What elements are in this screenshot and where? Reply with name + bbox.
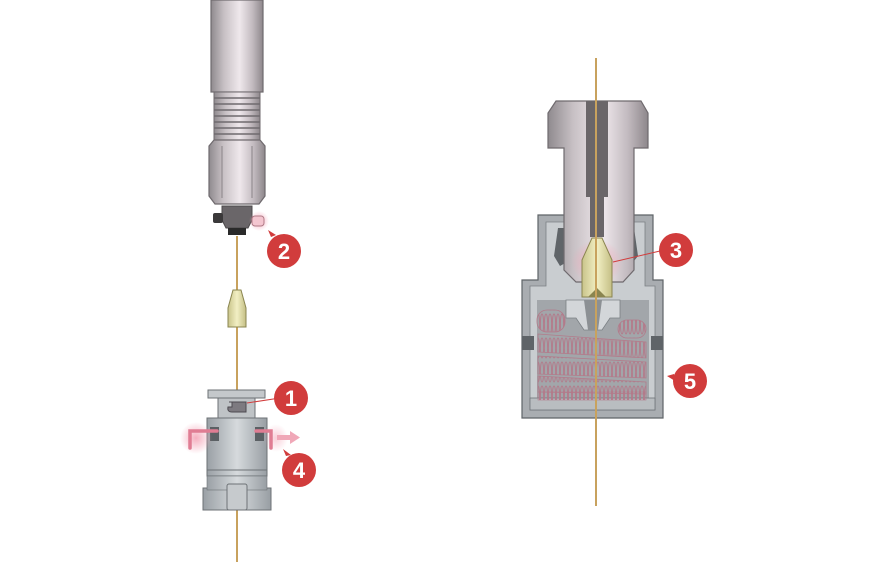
ferrule	[227, 289, 247, 328]
callout-4[interactable]: 4	[282, 449, 316, 487]
clip-release-arms	[188, 429, 219, 450]
callout-1[interactable]: 1	[274, 381, 308, 415]
exploded-view	[180, 0, 300, 562]
fitting-threads	[213, 91, 261, 141]
callout-5-label: 5	[684, 369, 696, 394]
callouts: 1 2 3 4 5	[246, 230, 707, 487]
callout-3-label: 3	[670, 238, 682, 263]
hex-nut	[208, 139, 266, 205]
fitting-collar	[221, 205, 253, 229]
callout-2[interactable]: 2	[267, 230, 301, 268]
callout-2-label: 2	[278, 239, 290, 264]
release-arrow-icon	[277, 431, 300, 444]
clip-latch	[227, 401, 247, 413]
callout-1-label: 1	[285, 386, 297, 411]
callout-5[interactable]: 5	[667, 364, 707, 398]
compression-spring	[536, 309, 647, 401]
fitting-body	[208, 0, 269, 235]
callout-4-label: 4	[293, 458, 306, 483]
clip-assembly	[180, 389, 300, 511]
cutaway-view	[521, 58, 664, 506]
fitting-side-pin	[251, 215, 265, 227]
callout-3[interactable]: 3	[659, 233, 693, 267]
